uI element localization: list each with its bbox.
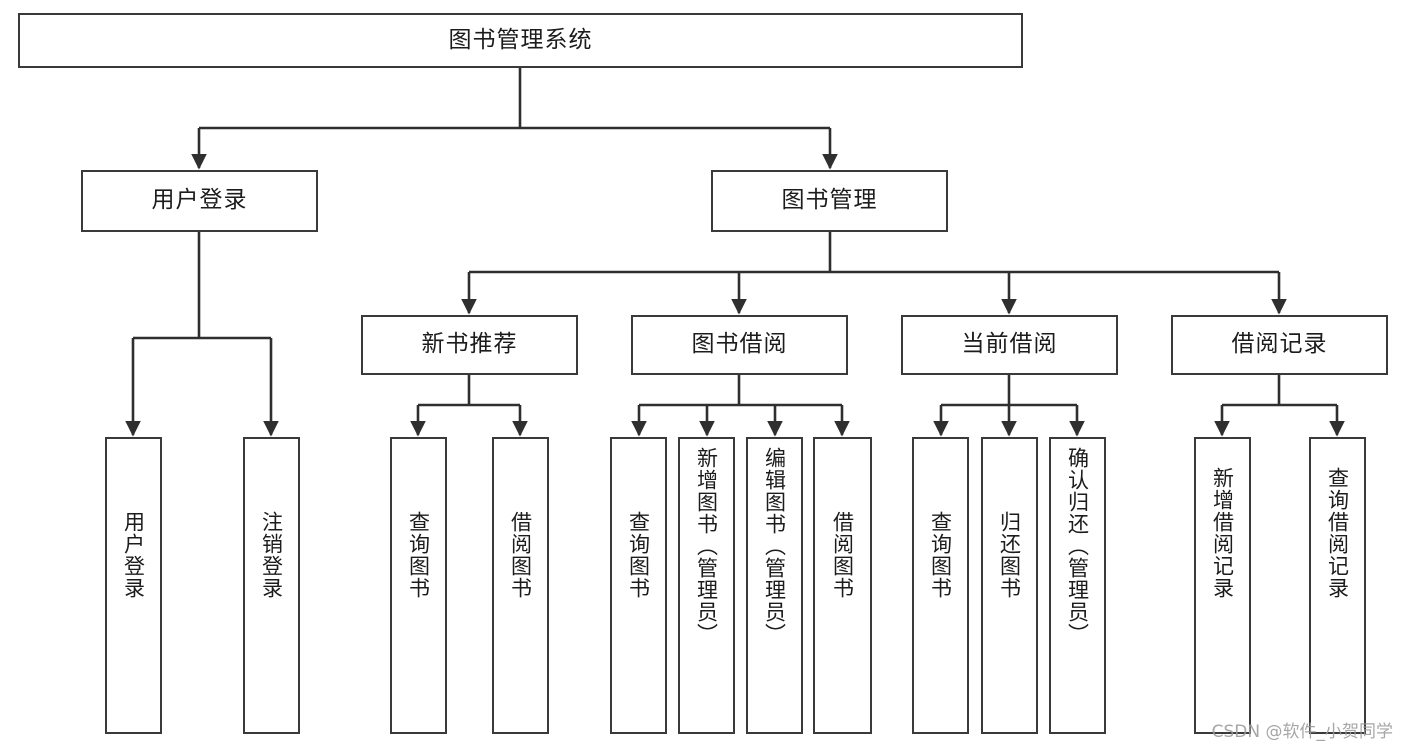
node-new-book-recommendation[interactable]: 新书推荐 [361, 315, 578, 375]
node-label: 当前借阅 [961, 331, 1058, 358]
leaf-new-book-query-book[interactable]: 查询图书 [390, 437, 447, 734]
leaf-borrow-query-book[interactable]: 查询图书 [610, 437, 667, 734]
leaf-user-login-logout[interactable]: 注销登录 [243, 437, 300, 734]
node-label: 查询图书 [928, 511, 953, 599]
leaf-borrow-edit-book-admin[interactable]: 编辑图书（管理员） [746, 437, 803, 734]
leaf-current-return-book[interactable]: 归还图书 [981, 437, 1038, 734]
csdn-watermark: CSDN @软件_小贺同学 [1211, 722, 1393, 742]
node-label: 借阅图书 [830, 511, 855, 599]
node-label: 图书管理 [781, 187, 878, 214]
node-label: 新书推荐 [421, 331, 518, 358]
leaf-current-confirm-return-admin[interactable]: 确认归还（管理员） [1049, 437, 1106, 734]
leaf-borrow-add-book-admin[interactable]: 新增图书（管理员） [678, 437, 735, 734]
node-label: 借阅图书 [508, 511, 533, 599]
node-label: 归还图书 [997, 511, 1022, 599]
node-label: 编辑图书（管理员） [762, 447, 787, 645]
node-book-management[interactable]: 图书管理 [711, 170, 948, 232]
node-label: 用户登录 [151, 187, 248, 214]
node-borrowing-records[interactable]: 借阅记录 [1171, 315, 1388, 375]
node-label: 图书管理系统 [448, 26, 593, 53]
leaf-new-book-borrow-book[interactable]: 借阅图书 [492, 437, 549, 734]
node-book-borrowing[interactable]: 图书借阅 [631, 315, 848, 375]
node-label: 查询图书 [406, 511, 431, 599]
node-label: 借阅记录 [1231, 331, 1328, 358]
node-label: 查询借阅记录 [1325, 467, 1350, 599]
leaf-user-login-login[interactable]: 用户登录 [105, 437, 162, 734]
node-label: 新增借阅记录 [1210, 467, 1235, 599]
node-label: 图书借阅 [691, 331, 788, 358]
node-label: 确认归还（管理员） [1065, 447, 1090, 645]
node-current-borrowing[interactable]: 当前借阅 [901, 315, 1118, 375]
node-user-login[interactable]: 用户登录 [81, 170, 318, 232]
node-label: 查询图书 [626, 511, 651, 599]
node-root-book-management-system[interactable]: 图书管理系统 [18, 13, 1023, 68]
node-label: 注销登录 [259, 511, 284, 599]
node-label: 用户登录 [121, 511, 146, 599]
node-label: 新增图书（管理员） [694, 447, 719, 645]
leaf-record-add-borrow-record[interactable]: 新增借阅记录 [1194, 437, 1251, 734]
leaf-borrow-borrow-book[interactable]: 借阅图书 [813, 437, 872, 734]
leaf-current-query-book[interactable]: 查询图书 [912, 437, 969, 734]
leaf-record-query-borrow-record[interactable]: 查询借阅记录 [1309, 437, 1366, 734]
